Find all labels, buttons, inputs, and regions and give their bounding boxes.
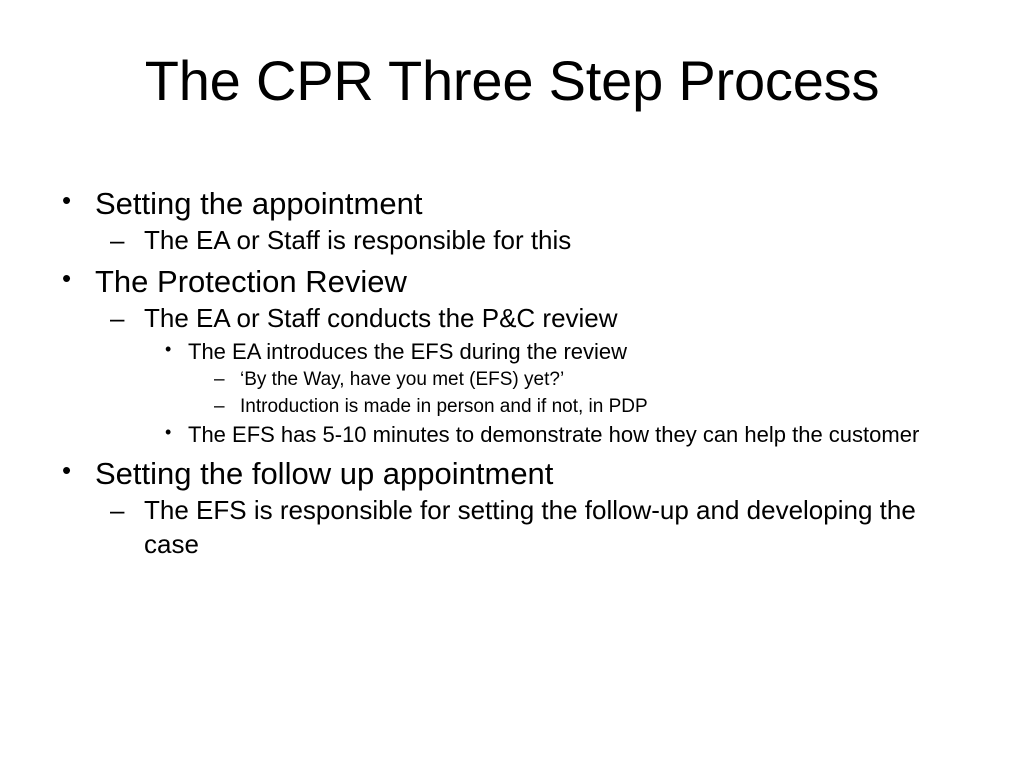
slide-title: The CPR Three Step Process <box>144 49 880 112</box>
bullet-label: The EA introduces the EFS during the rev… <box>188 338 628 364</box>
bullet-label: Introduction is made in person and if no… <box>240 395 648 417</box>
bullet-item-level1: • Setting the follow up appointment <box>0 454 1024 493</box>
dash-marker-icon: – <box>110 225 125 256</box>
outline-group: • The Protection Review – The EA or Staf… <box>0 262 1024 450</box>
bullet-marker-icon: • <box>62 185 72 215</box>
bullet-item-level2: – The EA or Staff is responsible for thi… <box>0 224 1024 258</box>
bullet-label: The EA or Staff is responsible for this <box>144 225 572 256</box>
bullet-marker-icon: • <box>165 422 172 443</box>
dash-marker-icon: – <box>110 495 125 526</box>
dash-marker-icon: – <box>110 303 125 334</box>
bullet-label: The Protection Review <box>95 263 407 299</box>
bullet-label: Setting the appointment <box>95 186 423 221</box>
outline-group: • Setting the appointment – The EA or St… <box>0 184 1024 258</box>
bullet-label: The EA or Staff conducts the P&C review <box>144 303 618 334</box>
slide-body-content: • Setting the appointment – The EA or St… <box>0 182 1024 561</box>
bullet-label: Setting the follow up appointment <box>95 455 554 491</box>
bullet-item-level1: • The Protection Review <box>0 262 1024 301</box>
dash-marker-icon: – <box>214 369 225 391</box>
bullet-label: ‘By the Way, have you met (EFS) yet?’ <box>240 369 565 391</box>
bullet-item-level2: – The EFS is responsible for setting the… <box>0 494 1024 561</box>
bullet-marker-icon: • <box>62 262 72 293</box>
bullet-label: The EFS has 5-10 minutes to demonstrate … <box>188 422 920 448</box>
bullet-item-level2: – The EA or Staff conducts the P&C revie… <box>0 302 1024 336</box>
bullet-marker-icon: • <box>165 338 172 359</box>
dash-marker-icon: – <box>214 395 225 417</box>
bullet-marker-icon: • <box>62 454 72 485</box>
bullet-item-level4: – ‘By the Way, have you met (EFS) yet?’ <box>0 367 1024 392</box>
bullet-label: The EFS is responsible for setting the f… <box>144 495 916 559</box>
outline-group: • Setting the follow up appointment – Th… <box>0 454 1024 561</box>
bullet-item-level1: • Setting the appointment <box>0 184 1024 223</box>
bullet-item-level3: • The EFS has 5-10 minutes to demonstrat… <box>0 421 1024 450</box>
bullet-item-level3: • The EA introduces the EFS during the r… <box>0 338 1024 367</box>
bullet-item-level4: – Introduction is made in person and if … <box>0 394 1024 419</box>
